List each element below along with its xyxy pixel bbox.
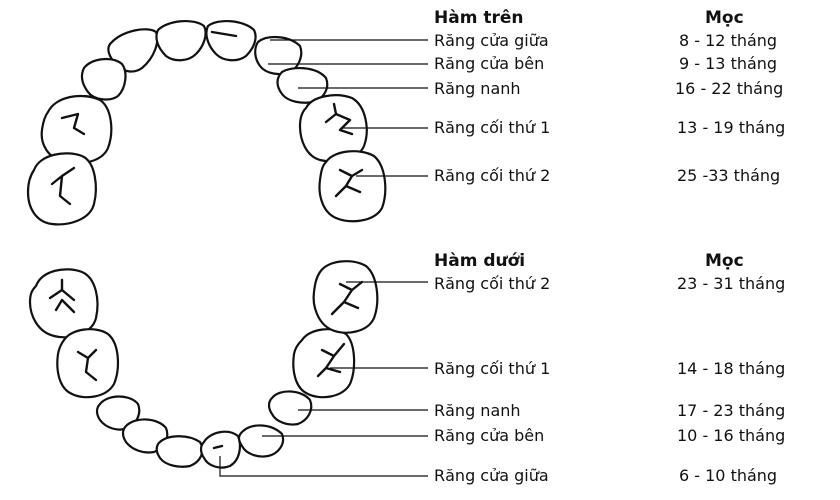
upper-central-incisor-right (205, 20, 257, 62)
lower-right-second-molar (312, 260, 379, 334)
lower-row-label: Răng cửa giữa (434, 466, 549, 485)
lower-central-incisor-center (199, 430, 241, 469)
upper-row-label: Răng cửa bên (434, 54, 545, 73)
upper-left-lateral-incisor (80, 58, 127, 101)
upper-row-label: Răng nanh (434, 79, 521, 98)
lower-row-age: 23 - 31 tháng (677, 274, 786, 293)
upper-jaw (26, 20, 428, 226)
upper-row-age: 13 - 19 tháng (677, 118, 786, 137)
upper-left-second-molar-groove (50, 166, 76, 206)
lower-right-first-molar-groove (316, 342, 346, 378)
lower-row-label: Răng cửa bên (434, 426, 545, 445)
upper-row-label: Răng cối thứ 1 (434, 118, 551, 137)
lower-left-central-incisor (155, 435, 204, 468)
lower-row-age: 10 - 16 tháng (677, 426, 786, 445)
upper-row-age: 8 - 12 tháng (679, 31, 778, 50)
leader-lower-central (219, 456, 428, 477)
lower-row-age: 17 - 23 tháng (677, 401, 786, 420)
upper-right-first-molar-groove (324, 102, 354, 136)
lower-eruption-column-header: Mọc (705, 251, 744, 271)
upper-left-first-molar-groove (60, 112, 86, 136)
lower-row-label: Răng cối thứ 1 (434, 359, 551, 378)
upper-central-incisor-left (155, 20, 207, 62)
lower-right-central-incisor (237, 424, 285, 458)
lower-row-age: 14 - 18 tháng (677, 359, 786, 378)
lower-row-label: Răng cối thứ 2 (434, 274, 551, 293)
upper-row-label: Răng cửa giữa (434, 31, 549, 50)
upper-row-age: 9 - 13 tháng (679, 54, 778, 73)
lower-right-second-molar-groove (330, 280, 364, 316)
upper-jaw-title: Hàm trên (434, 8, 524, 28)
lower-jaw-title: Hàm dưới (434, 251, 526, 271)
lower-left-lateral-incisor (121, 418, 169, 454)
lower-left-first-molar-groove (76, 348, 98, 382)
lower-jaw (28, 260, 428, 477)
upper-incisor-edge-mark (210, 30, 238, 38)
lower-incisor-edge-mark (212, 444, 224, 450)
upper-row-label: Răng cối thứ 2 (434, 166, 551, 185)
upper-right-second-molar-groove (334, 168, 364, 198)
upper-right-second-molar (318, 150, 387, 223)
lower-row-age: 6 - 10 tháng (679, 466, 778, 485)
upper-row-age: 25 -33 tháng (677, 166, 781, 185)
upper-eruption-column-header: Mọc (705, 8, 744, 28)
lower-left-second-molar-groove (48, 278, 76, 314)
lower-right-first-molar (292, 328, 356, 399)
lower-right-lateral-incisor (267, 390, 313, 426)
lower-row-label: Răng nanh (434, 401, 521, 420)
upper-row-age: 16 - 22 tháng (675, 79, 784, 98)
